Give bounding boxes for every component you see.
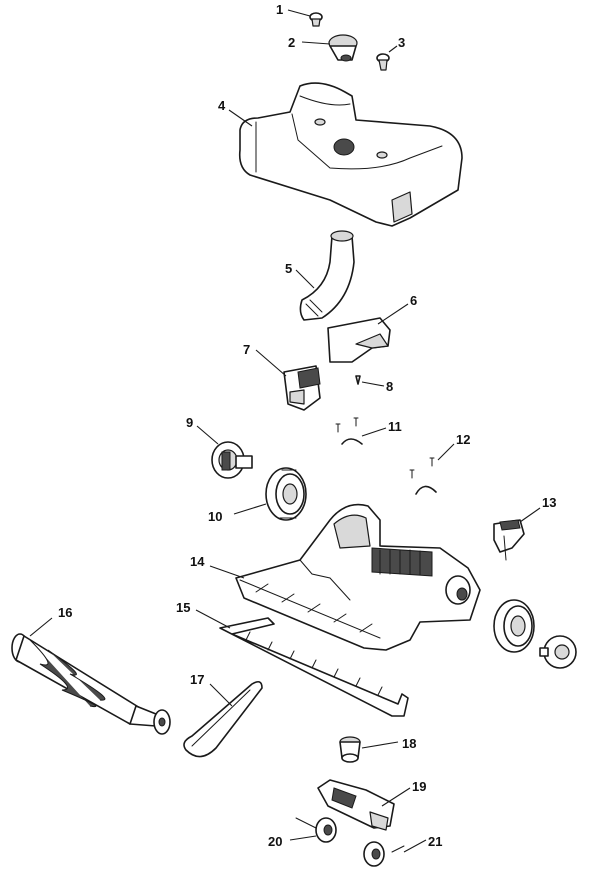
- part-19-bracket: [317, 779, 411, 831]
- part-wheel-right: [493, 599, 577, 669]
- callout-3: 3: [398, 35, 405, 50]
- part-20-bearing: [289, 817, 337, 843]
- callout-9: 9: [186, 415, 193, 430]
- callout-14: 14: [190, 554, 205, 569]
- callout-21: 21: [428, 834, 442, 849]
- part-2-knob: [301, 34, 358, 62]
- part-8-pin: [355, 375, 385, 387]
- part-5-hose: [295, 230, 355, 321]
- part-7-switch-housing: [255, 349, 321, 411]
- part-13-latch: [493, 507, 541, 561]
- part-10-wheel: [233, 467, 307, 521]
- part-11-clip: [335, 417, 387, 445]
- callout-13: 13: [542, 495, 556, 510]
- callout-6: 6: [410, 293, 417, 308]
- callout-16: 16: [58, 605, 72, 620]
- callout-11: 11: [388, 419, 402, 434]
- callout-12: 12: [456, 432, 470, 447]
- callout-7: 7: [243, 342, 250, 357]
- part-6-bracket: [327, 303, 409, 363]
- callout-2: 2: [288, 35, 295, 50]
- callout-20: 20: [268, 834, 282, 849]
- callout-5: 5: [285, 261, 292, 276]
- part-12-clip: [409, 443, 455, 495]
- part-4-hood-cover: [228, 82, 463, 227]
- part-15-bottom-plate: [195, 609, 409, 717]
- callout-18: 18: [402, 736, 416, 751]
- callout-4: 4: [218, 98, 226, 113]
- part-17-belt: [183, 680, 263, 758]
- part-3-screw: [376, 45, 398, 71]
- callout-15: 15: [176, 600, 190, 615]
- callout-1: 1: [276, 2, 283, 17]
- callout-8: 8: [386, 379, 393, 394]
- callout-17: 17: [190, 672, 204, 687]
- part-16-brush-roll: [11, 617, 171, 735]
- callout-10: 10: [208, 509, 222, 524]
- part-14-base-housing: [209, 503, 481, 651]
- callout-19: 19: [412, 779, 426, 794]
- part-1-screw: [287, 9, 323, 27]
- part-18-pulley: [339, 736, 399, 763]
- part-21-bearing: [363, 839, 427, 867]
- part-9-wheel-hub: [196, 425, 253, 479]
